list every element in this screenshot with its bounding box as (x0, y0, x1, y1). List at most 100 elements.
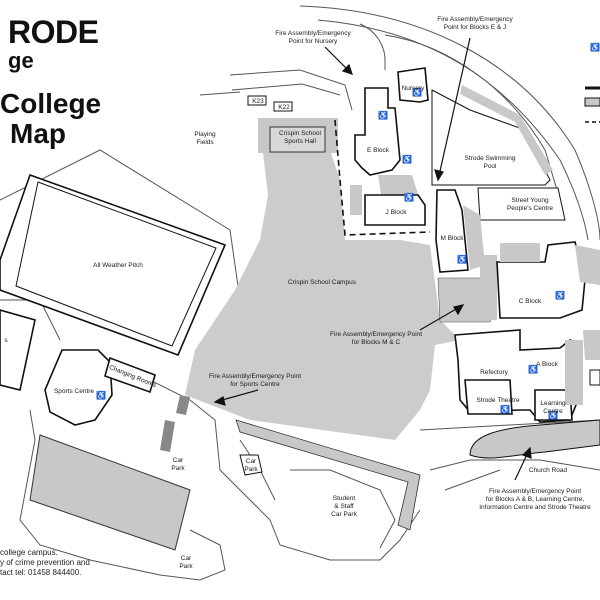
assembly-nursery-label-1: Fire Assembly/Emergency (275, 30, 351, 37)
map-title-line2: Map (10, 118, 66, 149)
footer-line: college campus. (0, 548, 58, 557)
staff-car-park-label-3: Car Park (331, 511, 357, 518)
footer-line: y of crime prevention and (0, 558, 90, 567)
assembly-nursery-label-2: Point for Nursery (289, 38, 339, 45)
college-word: ge (8, 48, 34, 73)
playing-fields-label-1: Playing (194, 131, 216, 138)
strode-theatre-label: Strode Theatre (476, 397, 520, 404)
c-block-label: C Block (519, 298, 542, 305)
car-park-2-label-1: Car (246, 458, 257, 465)
sports-hall-label-2: Sports Hall (284, 138, 316, 145)
c-block-grey-top (500, 243, 540, 262)
k23-building (247, 95, 267, 106)
assembly-ab-label-1: Fire Assembly/Emergency Point (489, 488, 581, 495)
assembly-boundary-dashed (334, 119, 431, 236)
wheelchair-icon: ♿ (378, 110, 388, 120)
wheelchair-icon: ♿ (590, 42, 600, 52)
refectory-label: Refectory (480, 369, 509, 376)
assembly-ab-label-2: for Blocks A & B, Learning Centre, (486, 496, 584, 503)
changing-rooms-building (104, 356, 156, 394)
right-edge-small-building (589, 369, 600, 386)
e-block-label: E Block (367, 147, 390, 154)
car-park-1-label-1: Car (173, 457, 184, 464)
swimming-pool-label-1: Strode Swimming (465, 155, 516, 162)
k23-label: K23 (252, 98, 264, 105)
outer-road-inner (317, 19, 589, 241)
strode-theatre-building (464, 379, 513, 415)
playing-fields-label-2: Fields (196, 139, 214, 146)
all-weather-pitch-label: All Weather Pitch (93, 262, 143, 269)
wheelchair-icon: ♿ (457, 254, 467, 264)
street-young-building (477, 187, 566, 221)
car-park-road (19, 409, 226, 581)
k22-label: K22 (278, 104, 290, 111)
assembly-ej-label-2: Point for Blocks E & J (444, 24, 507, 31)
north-path (229, 69, 353, 111)
arrow-nursery-head (341, 63, 353, 75)
arrow-ej-head (434, 169, 444, 182)
wheelchair-icon: ♿ (96, 390, 106, 400)
small-building-car-park (239, 454, 263, 476)
m-c-grey-strip (480, 255, 497, 320)
learning-centre-building (534, 389, 573, 421)
field-path (199, 91, 241, 96)
swimming-pool-label-2: Pool (483, 163, 497, 170)
north-path-2 (231, 83, 341, 96)
a-block-label: A Block (536, 361, 558, 368)
outer-road-edge (299, 5, 600, 241)
legend-fragment (584, 86, 600, 123)
church-road-label: Church Road (529, 467, 568, 474)
grey-right-edge (583, 330, 600, 360)
assembly-mc-label-1: Fire Assembly/Emergency Point (330, 331, 422, 338)
arrow-mc-head (453, 304, 465, 316)
wheelchair-icon: ♿ (402, 154, 412, 164)
car-park-2-label-2: Park (244, 466, 258, 473)
j-block-grey-left (350, 185, 362, 215)
church-road-spur (444, 469, 501, 491)
j-block-building (364, 194, 426, 226)
sports-hall-building (269, 126, 326, 153)
street-young-label-1: Street Young (511, 197, 549, 204)
staff-car-park-edge (290, 469, 396, 549)
car-park-3-label-2: Park (179, 563, 193, 570)
wheelchair-icon: ♿ (555, 290, 565, 300)
crispin-campus-label: Crispin School Campus (288, 279, 357, 286)
left-edge-building (0, 309, 36, 391)
learning-centre-label-2: Centre (543, 408, 563, 415)
m-block-label: M Block (440, 235, 464, 242)
street-young-label-2: People's Centre (507, 205, 553, 212)
assembly-ej-label-1: Fire Assembly/Emergency (437, 16, 513, 23)
assembly-sports-label-2: for Sports Centre (230, 381, 280, 388)
m-block-building (435, 189, 469, 273)
swimming-pool-building (431, 89, 551, 186)
footer-note: college campus. y of crime prevention an… (0, 548, 90, 578)
small-bay-2 (160, 420, 175, 452)
car-park-bays (29, 434, 191, 551)
assembly-mc-label-2: for Blocks M & C (352, 339, 401, 346)
nursery-label: Nursery (402, 85, 426, 92)
church-road-upper (419, 419, 600, 431)
e-block-building (354, 87, 401, 176)
car-park-1-label-2: Park (171, 465, 185, 472)
assembly-ab-label-3: Information Centre and Strode Theatre (479, 504, 591, 511)
car-park-3-label-1: Car (181, 555, 192, 562)
legend-grey-swatch (584, 97, 600, 107)
arrow-ej-line (437, 37, 471, 181)
wheelchair-icon: ♿ (412, 87, 422, 97)
learning-centre-label-1: Learning (540, 400, 566, 407)
sports-centre-label: Sports Centre (54, 388, 94, 395)
all-weather-pitch-inner (15, 181, 217, 347)
left-edge-label: s (4, 337, 8, 344)
c-block-grey-right (575, 245, 600, 285)
road-outlines (0, 5, 600, 581)
staff-car-park-label-1: Student (333, 495, 356, 502)
sports-centre-building (44, 349, 113, 426)
nursery-path (359, 23, 386, 70)
main-drive (149, 379, 421, 561)
drive-inner (384, 34, 561, 201)
footer-line: tact tel: 01458 844400. (0, 568, 82, 577)
small-bay-1 (176, 395, 190, 415)
church-road-lower (429, 459, 600, 471)
staff-car-park-label-2: & Staff (334, 503, 354, 510)
